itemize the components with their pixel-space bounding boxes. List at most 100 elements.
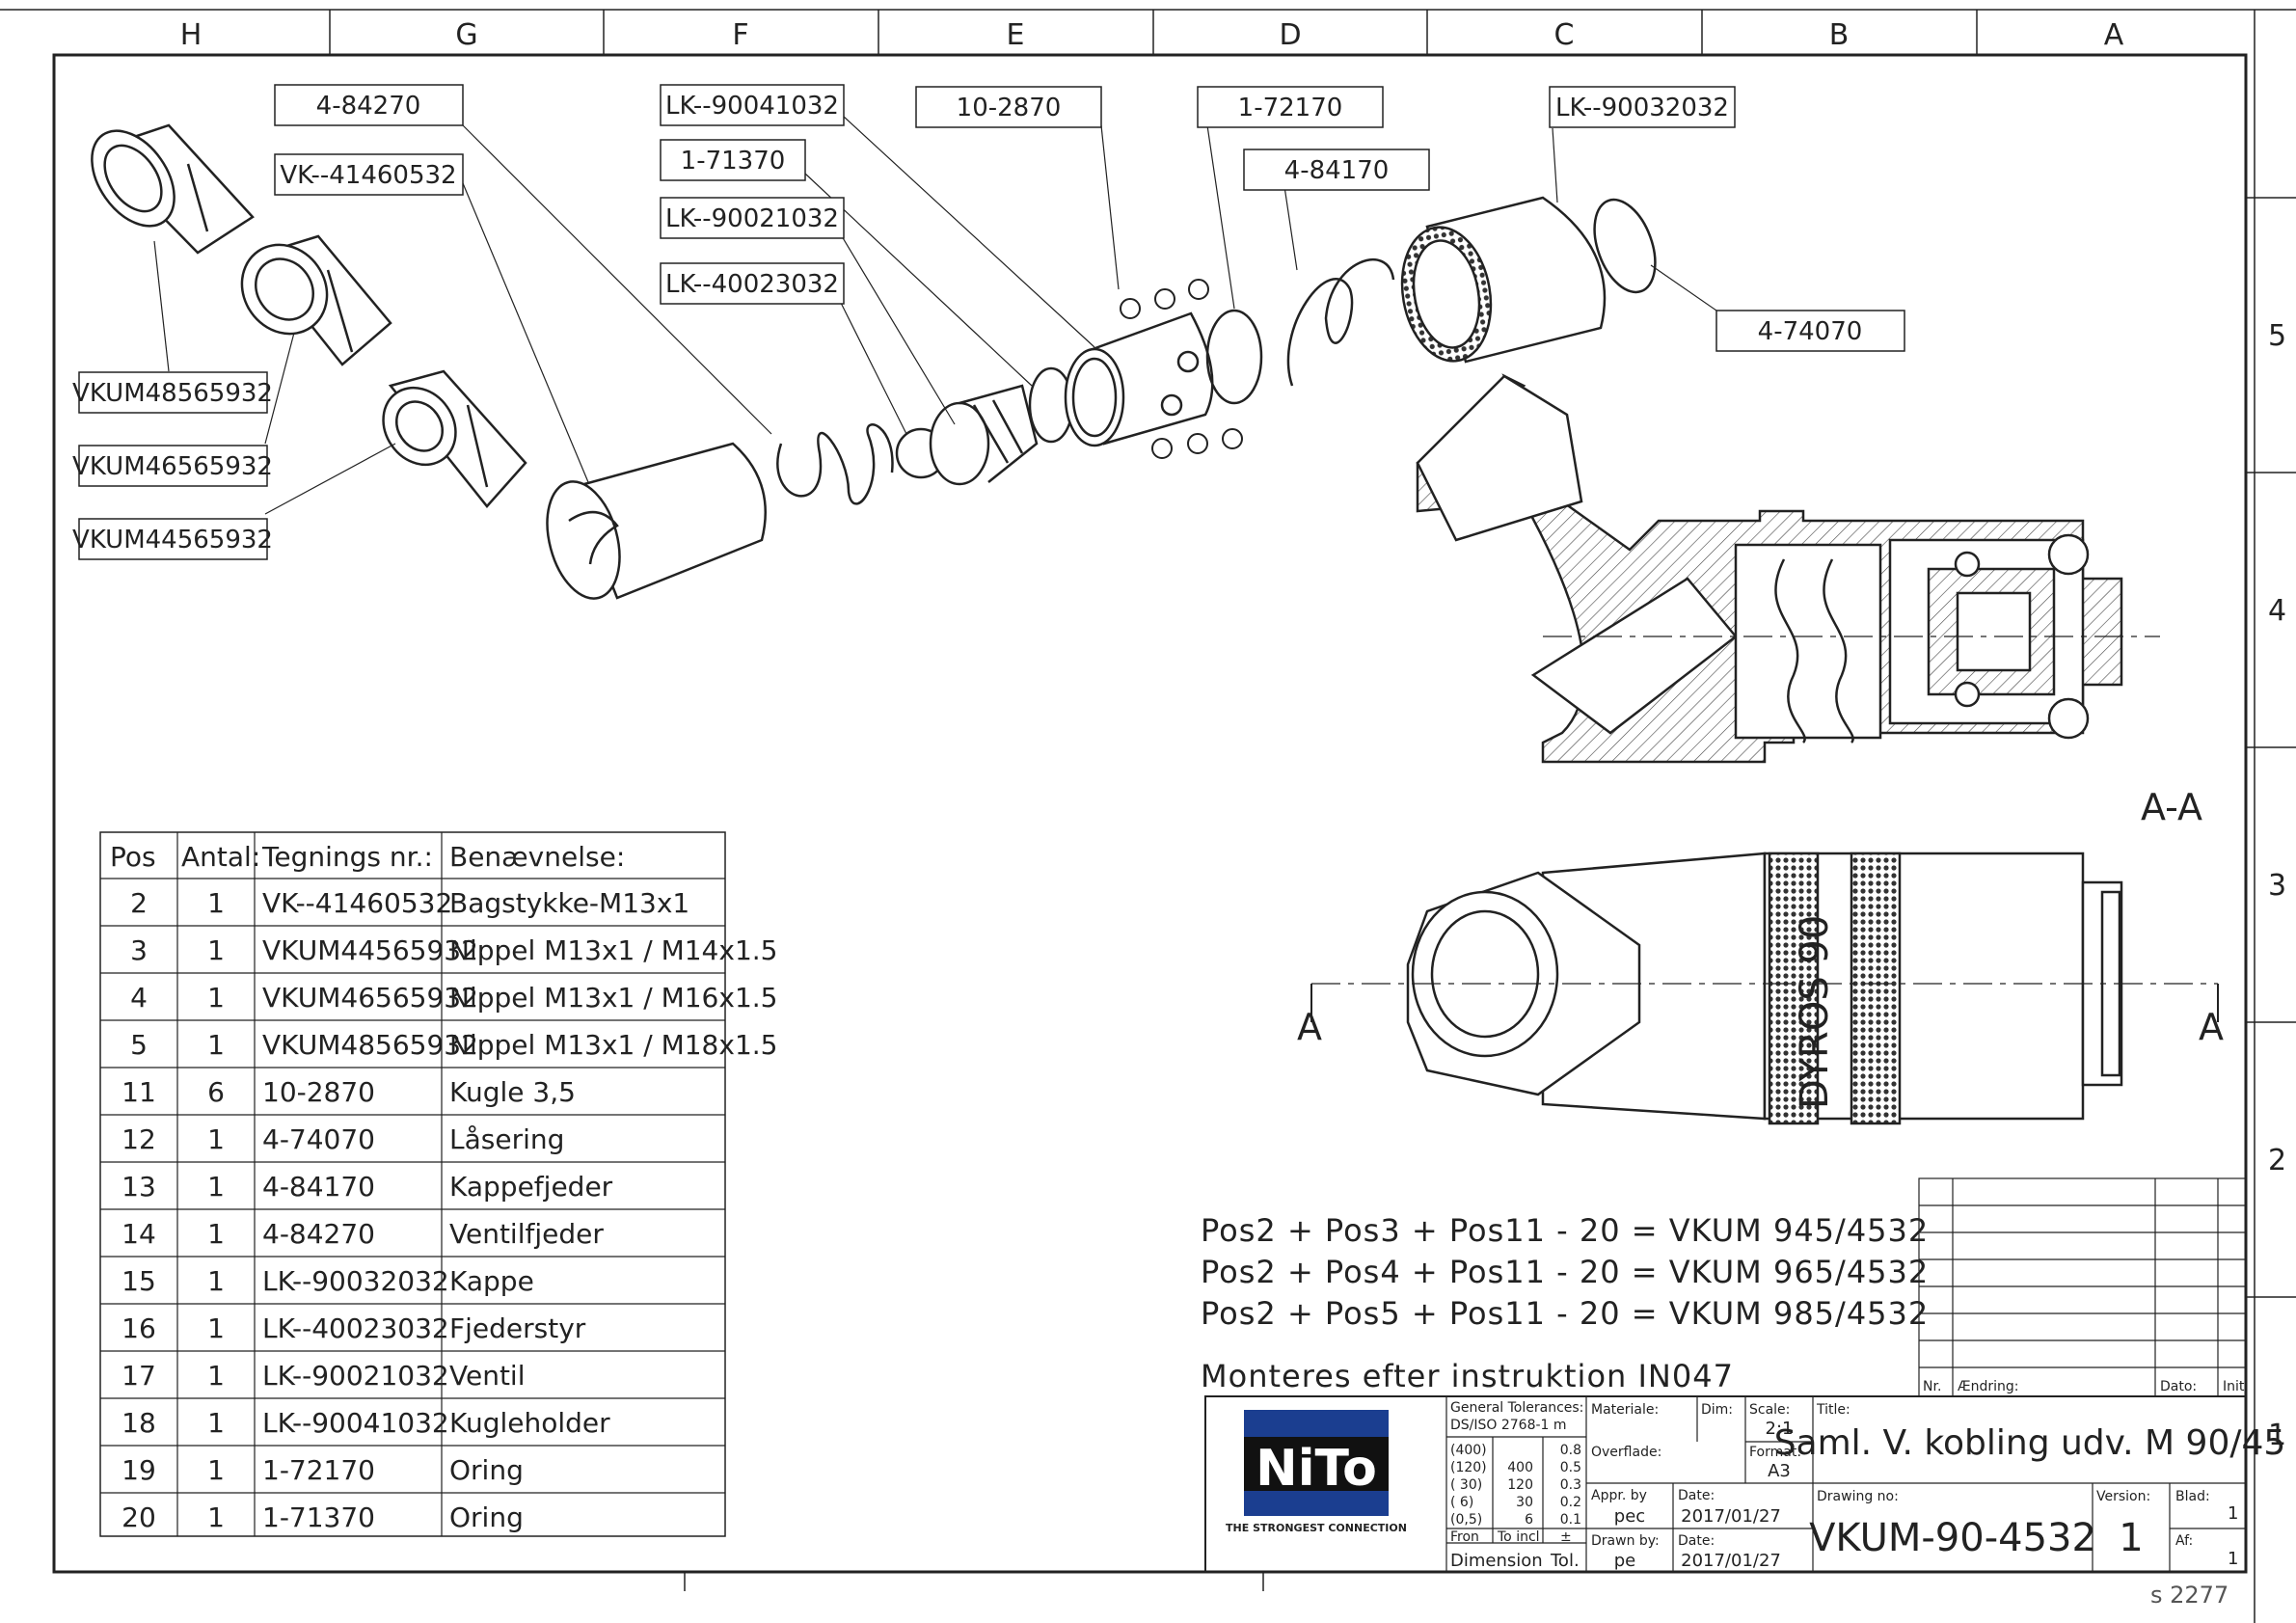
table-cell: Ventilfjeder <box>449 1218 604 1250</box>
tol-cell: 0.3 <box>1560 1477 1581 1493</box>
zone-label: B <box>1829 18 1850 52</box>
tol-cell: 0.2 <box>1560 1495 1581 1510</box>
leader-lines <box>153 115 1717 515</box>
section-view <box>1416 373 2160 764</box>
formula-line: Pos2 + Pos3 + Pos11 - 20 = VKUM 945/4532 <box>1201 1212 1929 1249</box>
gen-tol-label: General Tolerances: <box>1450 1400 1583 1416</box>
table-cell: 1 <box>207 1123 225 1155</box>
table-cell: 15 <box>122 1265 156 1297</box>
table-cell: 12 <box>122 1123 156 1155</box>
table-cell: LK--90021032 <box>262 1360 449 1392</box>
dim-label: Dim: <box>1701 1402 1733 1418</box>
table-cell: 4-74070 <box>262 1123 375 1155</box>
sleeve-part <box>1400 196 1607 364</box>
tol-cell: ( 6) <box>1450 1495 1473 1510</box>
revision-headers: Nr. Ændring: Dato: Init <box>1923 1379 2245 1394</box>
of-label: Af: <box>2175 1533 2193 1549</box>
table-cell: LK--90032032 <box>262 1265 449 1297</box>
callout: 1-71370 <box>660 139 806 181</box>
tol-cell: 0.5 <box>1560 1460 1581 1475</box>
callout-text: VKUM44565932 <box>72 526 273 555</box>
tol-cell: ( 30) <box>1450 1477 1482 1493</box>
locking-ring-part <box>1593 198 1657 294</box>
drawing-frame <box>0 9 2296 1623</box>
ball-part <box>1120 279 1243 459</box>
title-block-fields: General Tolerances: DS/ISO 2768-1 m (400… <box>1450 1400 2285 1571</box>
table-cell: 4 <box>130 982 148 1014</box>
formula-line: Pos2 + Pos5 + Pos11 - 20 = VKUM 985/4532 <box>1201 1295 1929 1332</box>
callout-text: VKUM46565932 <box>72 452 273 481</box>
assembly-formulas: Pos2 + Pos3 + Pos11 - 20 = VKUM 945/4532… <box>1201 1212 1929 1394</box>
drawing-number: VKUM-90-4532 <box>1809 1516 2096 1560</box>
callout-text: VKUM48565932 <box>72 379 273 408</box>
zone-label: D <box>1279 18 1301 52</box>
format-label: Format: <box>1749 1445 1801 1460</box>
table-cell: 1 <box>207 1218 225 1250</box>
engraving-text: DYROS 90 <box>1793 915 1837 1109</box>
table-cell: 17 <box>122 1360 156 1392</box>
zone-label: 2 <box>2268 1144 2286 1177</box>
zone-label: 1 <box>2268 1419 2286 1452</box>
date-label: Date: <box>1678 1533 1715 1549</box>
callout-text: 4-74070 <box>1758 317 1863 346</box>
table-cell: Oring <box>449 1454 524 1486</box>
revision-block <box>1918 1177 2247 1397</box>
table-header: Pos <box>110 841 156 873</box>
callout-text: LK--90021032 <box>665 204 839 233</box>
scale-label: Scale: <box>1749 1402 1790 1418</box>
tol-cell: (400) <box>1450 1443 1487 1458</box>
table-cell: 3 <box>130 934 148 966</box>
table-cell: Kugleholder <box>449 1407 610 1439</box>
tol-cell: 30 <box>1516 1495 1533 1510</box>
drawing-no-label: Drawing no: <box>1817 1489 1899 1504</box>
table-cell: 1-71370 <box>262 1501 375 1533</box>
tol-cell: 0.8 <box>1560 1443 1581 1458</box>
formula-line: Pos2 + Pos4 + Pos11 - 20 = VKUM 965/4532 <box>1201 1254 1929 1290</box>
callout: 10-2870 <box>915 86 1102 128</box>
rev-header: Dato: <box>2160 1379 2197 1394</box>
of-value: 1 <box>2228 1549 2238 1569</box>
section-mark-right: A <box>2199 1006 2224 1048</box>
table-cell: VKUM44565932 <box>262 934 478 966</box>
table-cell: 2 <box>130 887 148 919</box>
table-cell: Nippel M13x1 / M18x1.5 <box>449 1029 777 1061</box>
scale-value: 2:1 <box>1766 1419 1794 1439</box>
appr-value: pec <box>1614 1506 1645 1527</box>
drawn-label: Drawn by: <box>1591 1533 1660 1549</box>
callout-text: 4-84270 <box>316 92 421 121</box>
table-cell: 1 <box>207 934 225 966</box>
section-label: A-A <box>2141 786 2202 828</box>
drawing-title: Saml. V. kobling udv. M 90/45 <box>1774 1423 2286 1463</box>
zone-label: 4 <box>2268 594 2286 628</box>
callout-labels: 4-84270 VK--41460532 LK--90041032 1-7137… <box>72 84 1905 560</box>
table-cell: Kappe <box>449 1265 534 1297</box>
table-cell: LK--40023032 <box>262 1312 449 1344</box>
zone-label: G <box>455 18 477 52</box>
version-label: Version: <box>2096 1489 2150 1504</box>
ball-holder-part <box>1064 311 1214 447</box>
callout: 4-84270 <box>274 84 464 126</box>
zone-labels-side: 5 4 3 2 1 <box>2268 319 2286 1452</box>
table-cell: 11 <box>122 1076 156 1108</box>
zone-label: 3 <box>2268 869 2286 903</box>
o-ring-part <box>1205 309 1263 405</box>
table-cell: Nippel M13x1 / M14x1.5 <box>449 934 777 966</box>
callout-text: 1-71370 <box>681 147 786 176</box>
table-cell: 4-84170 <box>262 1171 375 1203</box>
zone-label: C <box>1554 18 1575 52</box>
logo-tagline: THE STRONGEST CONNECTION <box>1226 1522 1407 1534</box>
zone-labels-top: H G F E D C B A <box>180 18 2124 52</box>
table-cell: 20 <box>122 1501 156 1533</box>
table-cell: 13 <box>122 1171 156 1203</box>
nipple-part <box>240 234 392 366</box>
table-cell: VKUM46565932 <box>262 982 478 1014</box>
format-value: A3 <box>1768 1461 1791 1481</box>
table-cell: 4-84270 <box>262 1218 375 1250</box>
section-mark-left: A <box>1297 1006 1322 1048</box>
table-cell: 18 <box>122 1407 156 1439</box>
dimension-label: Dimension <box>1450 1551 1543 1571</box>
valve-part <box>929 384 1039 486</box>
callout-text: 1-72170 <box>1238 94 1343 122</box>
zone-label: F <box>732 18 748 52</box>
